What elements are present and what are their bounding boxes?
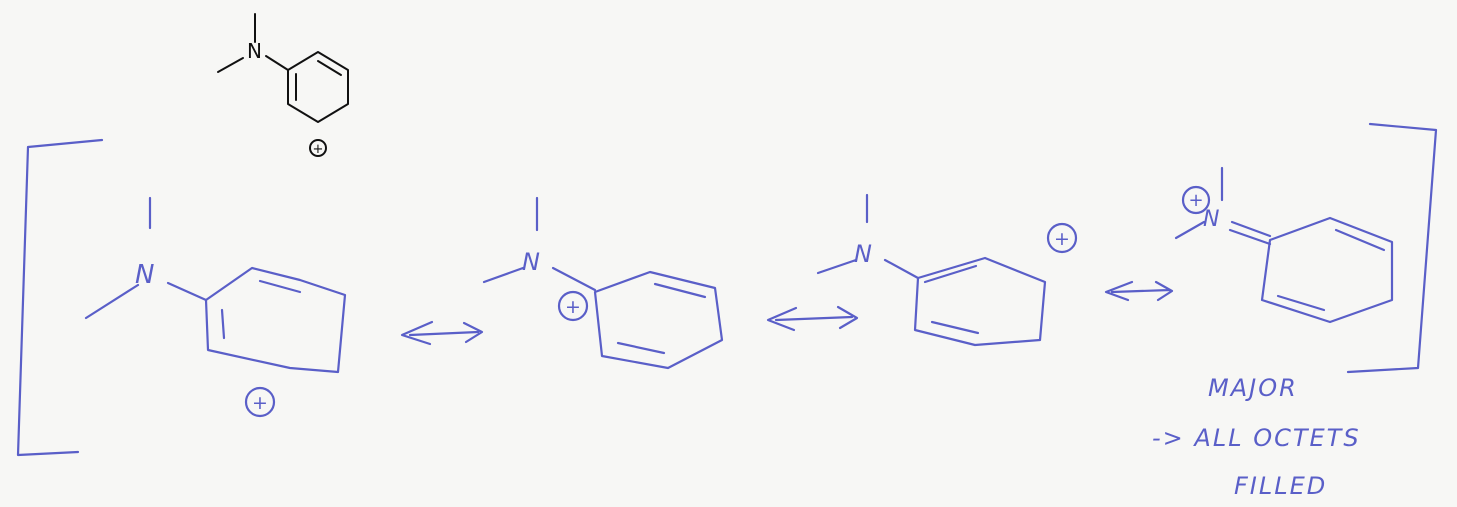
resonance-structure-1: N + bbox=[84, 196, 347, 418]
s2-ring-double-bond-bottom bbox=[616, 341, 666, 355]
s2-ring bbox=[593, 270, 724, 370]
s1-methyl-bond-left bbox=[84, 283, 140, 320]
s1-ring-double-bond-top bbox=[258, 279, 302, 294]
s2-n-ring-bond bbox=[551, 266, 597, 292]
printed-ring-double-bond-top bbox=[317, 60, 342, 76]
s3-ring-double-bond-top bbox=[923, 264, 978, 284]
s1-n-ring-bond bbox=[166, 281, 208, 302]
s4-double-bond-line-b bbox=[1228, 228, 1272, 246]
resonance-arrow-1 bbox=[400, 320, 484, 346]
resonance-structure-4: N + bbox=[1174, 166, 1394, 324]
printed-charge-sign: + bbox=[313, 142, 324, 157]
s4-ring bbox=[1260, 216, 1394, 324]
annotation: MAJOR -> ALL OCTETS FILLED bbox=[1152, 374, 1361, 500]
annotation-all-octets: -> ALL OCTETS bbox=[1152, 424, 1361, 452]
s4-methyl-bond-left bbox=[1174, 220, 1206, 240]
printed-methyl-bond-left bbox=[217, 57, 244, 73]
s3-methyl-bond-left bbox=[816, 258, 858, 275]
left-bracket bbox=[16, 138, 104, 457]
s2-charge-sign: + bbox=[565, 296, 581, 318]
s3-charge-sign: + bbox=[1054, 228, 1070, 250]
s2-charge-circle bbox=[557, 290, 589, 322]
printed-n-ring-bond bbox=[265, 55, 289, 71]
s1-ring bbox=[204, 266, 347, 374]
s4-ring-double-bond-right bbox=[1334, 228, 1386, 252]
printed-ring bbox=[287, 51, 349, 123]
s4-nitrogen-label: N bbox=[1203, 207, 1219, 232]
s2-ring-double-bond-top bbox=[653, 282, 707, 299]
printed-structure: N + bbox=[217, 13, 349, 157]
printed-charge-circle bbox=[309, 139, 327, 157]
annotation-major: MAJOR bbox=[1208, 374, 1298, 402]
s4-ring-double-bond-bottom bbox=[1276, 294, 1326, 312]
resonance-structure-3: N + bbox=[816, 193, 1078, 347]
s1-charge-sign: + bbox=[252, 392, 268, 414]
s4-charge-sign: + bbox=[1188, 190, 1203, 211]
s2-nitrogen-label: N bbox=[522, 248, 540, 276]
resonance-arrow-2 bbox=[766, 305, 859, 332]
s1-ring-double-bond-left bbox=[220, 308, 226, 340]
s3-charge-circle bbox=[1046, 222, 1078, 254]
s1-nitrogen-label: N bbox=[135, 260, 154, 290]
resonance-arrow-3 bbox=[1104, 280, 1174, 302]
s4-charge-circle bbox=[1181, 185, 1211, 215]
s4-double-bond-line-a bbox=[1230, 220, 1272, 238]
s3-ring-double-bond-bottom bbox=[930, 320, 980, 335]
s3-ring bbox=[913, 256, 1047, 347]
s2-methyl-bond-left bbox=[482, 266, 525, 284]
right-bracket bbox=[1346, 122, 1438, 374]
s1-charge-circle bbox=[244, 386, 276, 418]
resonance-structure-2: N + bbox=[482, 196, 724, 370]
annotation-filled: FILLED bbox=[1234, 472, 1327, 500]
s3-n-ring-bond bbox=[883, 258, 920, 280]
printed-nitrogen-label: N bbox=[247, 39, 262, 63]
s3-nitrogen-label: N bbox=[854, 240, 872, 268]
